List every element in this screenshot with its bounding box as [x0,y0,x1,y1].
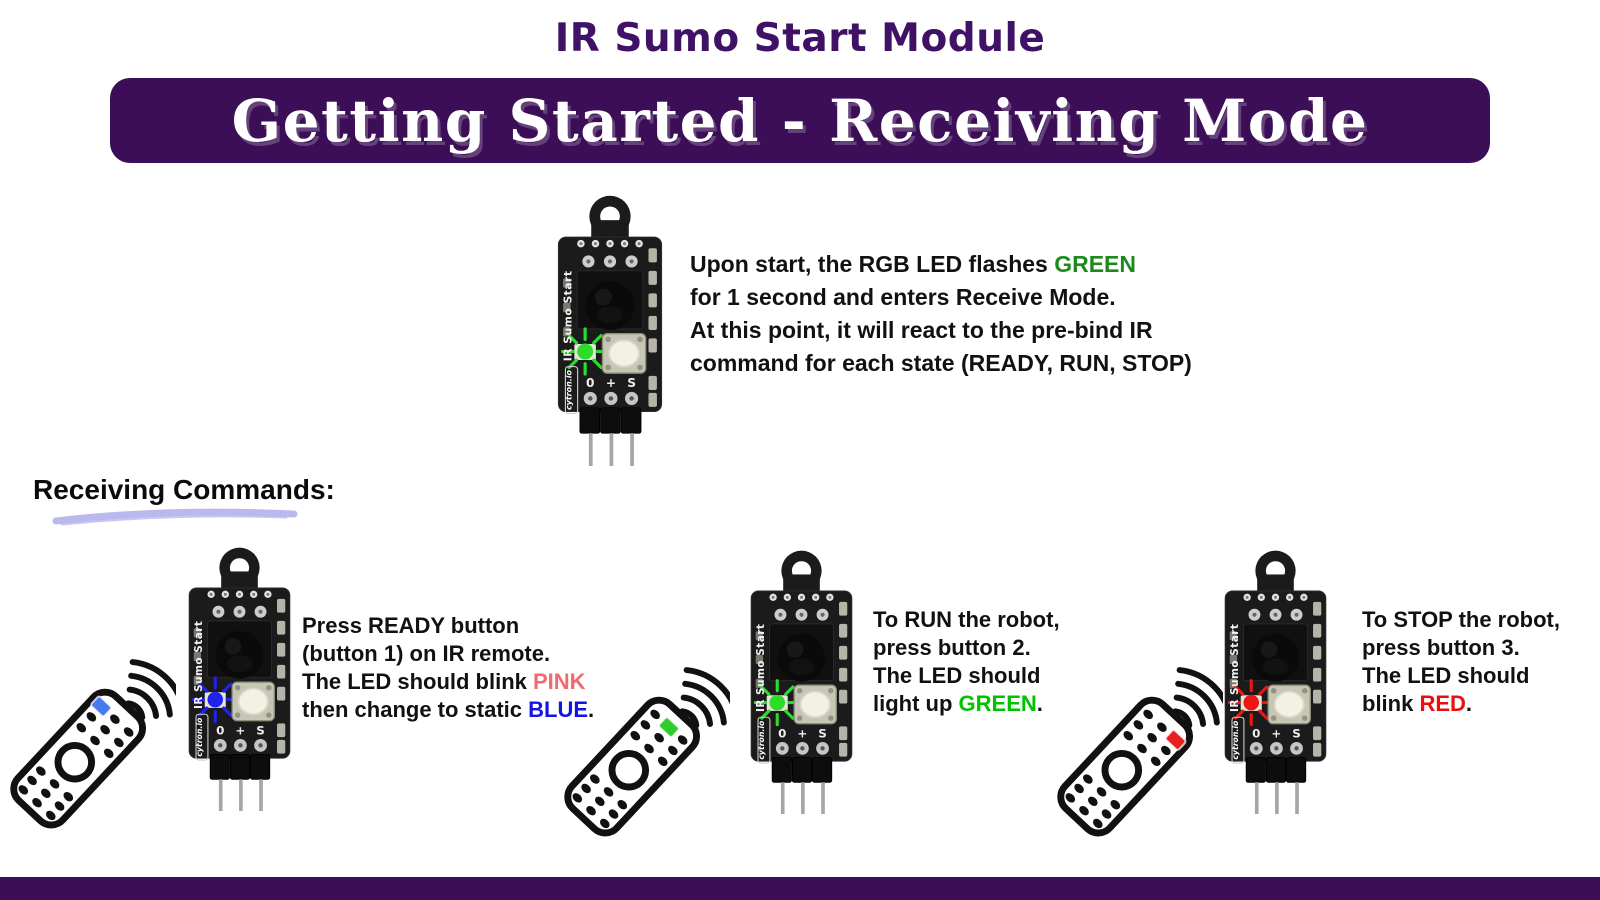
text-segment: for 1 second and enters Receive Mode. [690,284,1116,310]
svg-text:S: S [256,723,265,737]
svg-text:cytron.io: cytron.io [565,369,574,410]
text-segment: command for each state (READY, RUN, STOP… [690,350,1192,376]
ir-remote-stop [1055,648,1223,846]
text-segment: press button 3. [1362,635,1520,660]
ir-remote-ready [8,640,176,838]
module-board-ready: IR Sumo Start cytron.io 0 + S [180,544,299,812]
svg-text:IR Sumo Start: IR Sumo Start [193,621,205,709]
text-segment: (button 1) on IR remote. [302,641,551,666]
page-title: IR Sumo Start Module [554,16,1046,61]
svg-text:+: + [235,723,245,737]
text-segment: The LED should blink [302,669,533,694]
svg-text:0: 0 [778,726,786,740]
text-segment: press button 2. [873,635,1031,660]
text-segment: At this point, it will react to the pre-… [690,317,1153,343]
banner: Getting Started - Receiving Mode [110,78,1490,163]
text-segment: To RUN the robot, [873,607,1060,632]
svg-text:S: S [818,726,827,740]
step-stop-text: To STOP the robot, press button 3. The LED… [1362,606,1560,718]
svg-text:IR Sumo Start: IR Sumo Start [562,271,575,362]
svg-text:+: + [606,376,616,390]
intro-paragraph: Upon start, the RGB LED flashes GREEN for… [690,248,1192,380]
svg-text:+: + [797,726,807,740]
text-segment: The LED should [873,663,1041,688]
text-segment: The LED should [1362,663,1530,688]
text-segment: Press READY button [302,613,520,638]
text-segment: BLUE [528,697,589,722]
text-segment: PINK [533,669,586,694]
section-heading: Receiving Commands: [33,474,335,505]
text-segment: blink [1362,691,1420,716]
svg-text:IR Sumo Start: IR Sumo Start [755,624,767,712]
svg-text:0: 0 [586,376,594,390]
text-segment: To STOP the robot, [1362,607,1560,632]
svg-text:S: S [627,376,636,390]
module-board-intro: IR Sumo Start cytron.io 0 + S [549,192,671,467]
text-segment: GREEN [1054,251,1137,277]
step-run-text: To RUN the robot, press button 2. The LED … [873,606,1060,718]
text-segment: . [1036,691,1043,716]
svg-text:S: S [1292,726,1301,740]
svg-text:0: 0 [1252,726,1260,740]
svg-text:+: + [1271,726,1281,740]
text-segment: . [1465,691,1473,716]
svg-text:cytron.io: cytron.io [757,720,766,760]
text-segment: then change to static [302,697,529,722]
svg-text:IR Sumo Start: IR Sumo Start [1229,624,1241,712]
bottom-bar [0,877,1600,900]
step-ready-text: Press READY button (button 1) on IR remot… [302,612,594,724]
module-board-run: IR Sumo Start cytron.io 0 + S [742,547,861,815]
ir-remote-run [562,648,730,846]
text-segment: RED [1419,691,1466,716]
svg-text:cytron.io: cytron.io [1231,720,1240,760]
svg-text:0: 0 [216,723,224,737]
module-board-stop: IR Sumo Start cytron.io 0 + S [1216,547,1335,815]
text-segment: GREEN [958,691,1037,716]
text-segment: Upon start, the RGB LED flashes [690,251,1055,277]
text-segment: . [588,697,595,722]
banner-title: Getting Started - Receiving Mode [231,86,1369,155]
text-segment: light up [873,691,959,716]
svg-text:cytron.io: cytron.io [195,717,204,757]
heading-underline-swoosh [52,508,298,526]
